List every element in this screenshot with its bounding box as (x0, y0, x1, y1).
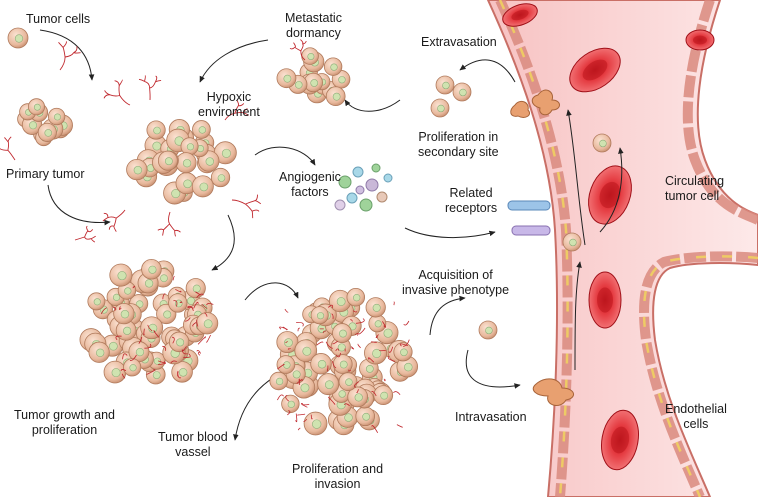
tumor-cell (276, 331, 299, 354)
related-receptors (507, 200, 551, 236)
tumor-cell (310, 306, 329, 325)
tumor-cell (346, 287, 366, 307)
tumor-cell (294, 339, 318, 363)
tumor-cell (37, 122, 57, 142)
tumor-cells-label: Tumor cells (26, 12, 91, 26)
tumor-cell (281, 394, 300, 414)
tumor-cell (276, 68, 297, 89)
tumor-cell (103, 360, 127, 384)
tumor-cell (210, 167, 231, 188)
tumor-cell (323, 57, 343, 76)
extravasation-label: Extravasation (421, 35, 497, 49)
tumor-cell (562, 232, 582, 252)
tumor-cell (192, 120, 211, 139)
red-blood-cell (588, 165, 632, 225)
tumor-cell (310, 353, 332, 375)
tumor-cell (269, 371, 288, 391)
tumor-cell (128, 341, 150, 363)
tumor-cell (27, 98, 46, 116)
tumor-cell (347, 386, 369, 408)
tumor-cell (109, 263, 133, 287)
tumor-cell (175, 152, 197, 174)
tumor-cell (276, 355, 296, 374)
tumor-cell (180, 137, 199, 156)
tumor-cell (364, 341, 388, 365)
tumor-cell (478, 320, 498, 340)
tumor-cell (7, 27, 29, 49)
tumor-cell (87, 292, 106, 311)
tumor-cell (332, 323, 352, 344)
tumor-cell (141, 258, 162, 280)
red-blood-cells (502, 3, 715, 471)
red-blood-cell (685, 29, 715, 51)
blood-vessel (486, 0, 758, 497)
red-blood-cell (588, 271, 622, 329)
tumor-cell-clusters (7, 27, 612, 436)
tumor-cell (373, 385, 394, 406)
tumor-cell (328, 289, 352, 313)
tumor-cell (88, 341, 110, 363)
tumor-cell (592, 133, 612, 153)
red-blood-cell (502, 3, 538, 27)
capillaries (0, 39, 410, 433)
tumor-cell (126, 158, 148, 181)
tumor-cell (157, 150, 178, 171)
tumor-cell (123, 358, 142, 377)
angiogenic-factors (334, 163, 393, 212)
red-blood-cell (601, 409, 639, 471)
tumor-cell (113, 302, 135, 325)
tumor-cell (452, 82, 472, 102)
primary-tumor-label: Primary tumor (6, 167, 85, 181)
tumor-cell (191, 175, 214, 198)
tumor-cell (115, 319, 137, 341)
tumor-cell (168, 293, 188, 313)
tumor-cell (355, 406, 376, 427)
tumor-cell (185, 278, 206, 299)
tumor-cell (317, 373, 340, 396)
tumor-cell (430, 98, 450, 118)
tumor-cell (301, 47, 319, 65)
tumor-cell (393, 342, 413, 362)
process-arrows (39, 29, 624, 441)
intravasation-label: Intravasation (455, 410, 527, 424)
tumor-cell (332, 354, 353, 374)
tumor-cell (325, 86, 346, 107)
red-blood-cell (569, 47, 621, 93)
tumor-cell (303, 411, 328, 436)
tumor-cell (146, 120, 166, 140)
tumor-cell (101, 334, 124, 357)
tumor-cell (47, 107, 66, 126)
tumor-cell (435, 75, 455, 95)
tumor-cell (171, 361, 193, 383)
tumor-cell (195, 312, 219, 335)
tumor-cell (365, 297, 386, 318)
tumor-cell (168, 331, 190, 353)
tumor-cell (140, 316, 164, 340)
tumor-cell (338, 372, 358, 392)
tumor-cell (368, 314, 387, 333)
migrating-tumor-cells (510, 89, 574, 406)
